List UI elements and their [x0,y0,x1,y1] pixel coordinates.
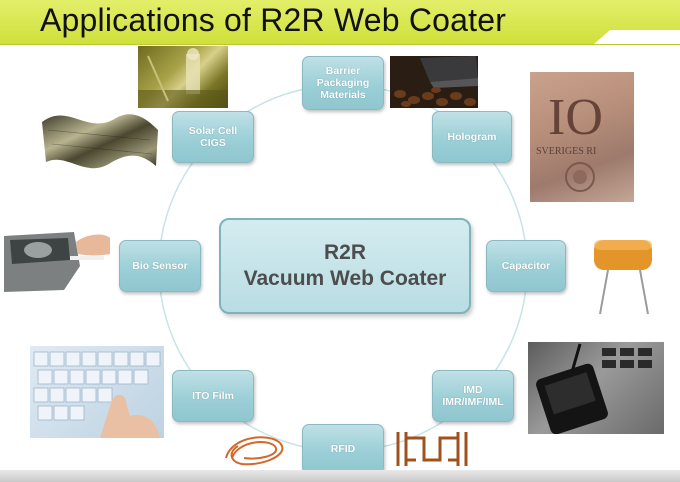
center-title: R2R [323,241,366,264]
node-solar-cell: Solar Cell CIGS [172,111,254,163]
node-ito-film: ITO Film [172,370,254,422]
touch-keyboard-photo [30,346,164,438]
node-capacitor: Capacitor [486,240,566,292]
rfid-tag-photo [394,426,470,472]
factory-photo [138,46,228,108]
page-title: Applications of R2R Web Coater [40,2,507,38]
factory-detail-icon [138,48,228,108]
rfid-coil-icon [225,436,284,466]
coffee-beans-icon [394,56,478,107]
center-subtitle: Vacuum Web Coater [243,267,447,290]
phone-keyboard-photo [528,342,664,434]
svg-text:SVERIGES RI: SVERIGES RI [536,146,596,157]
node-hologram: Hologram [432,111,512,163]
svg-text:IO: IO [548,89,603,146]
bio-sensor-photo [4,226,112,298]
flexible-solar-film-photo [38,96,162,196]
capacitor-photo [588,234,658,320]
rfid-tag-icon [396,432,468,466]
center-node: R2R Vacuum Web Coater [219,218,471,314]
bottom-bar [0,470,680,482]
hologram-banknote-photo: IO SVERIGES RI [530,72,634,202]
phone-icon [536,343,652,434]
rfid-coil-photo [222,428,286,470]
title-notch [594,30,680,44]
keyboard-icon [33,351,161,438]
title-bar [0,0,680,45]
node-rfid: RFID [302,424,384,474]
node-imd: IMD IMR/IMF/IML [432,370,514,422]
node-barrier-packaging: Barrier Packaging Materials [302,56,384,110]
solar-film-icon [42,114,158,169]
coffee-packaging-photo [390,56,478,108]
node-bio-sensor: Bio Sensor [119,240,201,292]
capacitor-icon [594,240,652,315]
glucose-meter-icon [4,232,110,292]
banknote-detail-icon: IO SVERIGES RI [536,89,603,192]
